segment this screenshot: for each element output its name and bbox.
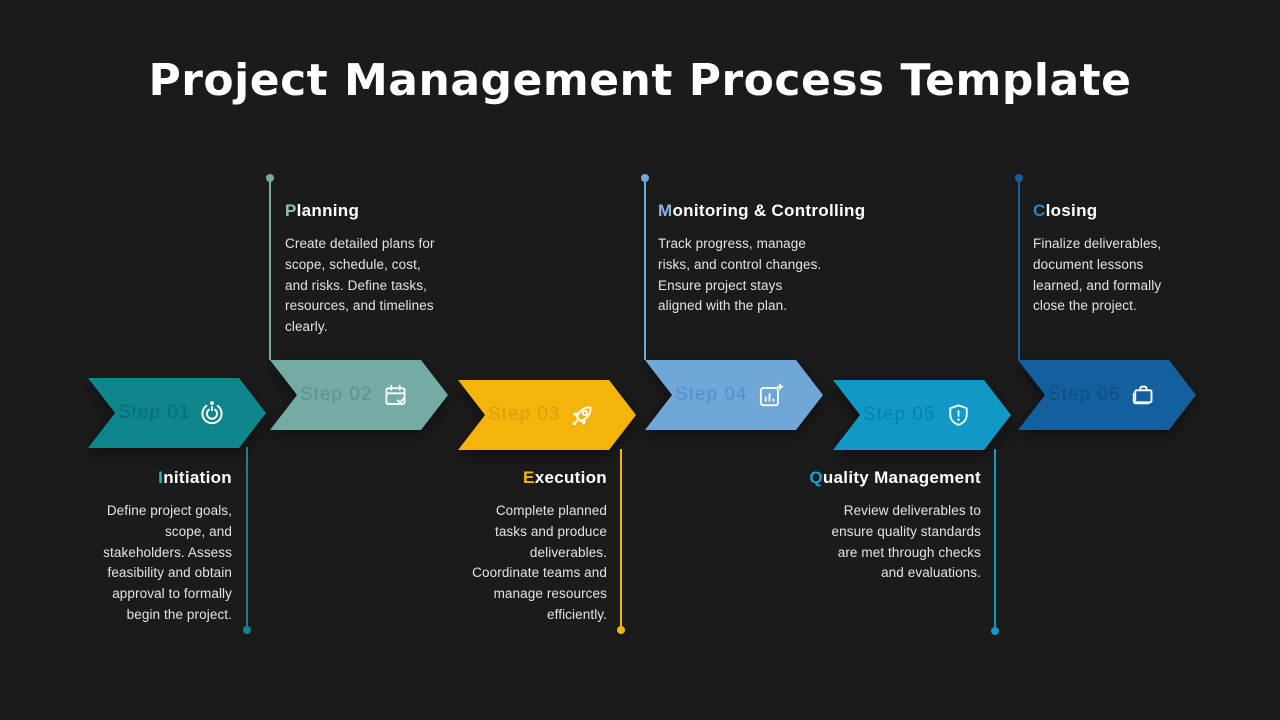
step-card-description: Create detailed plans for scope, schedul… bbox=[285, 236, 435, 335]
step-card-execution: Execution Complete planned tasks and pro… bbox=[462, 468, 607, 626]
step-arrow-01: Step 01 bbox=[88, 378, 266, 448]
step-card-title: Closing bbox=[1033, 201, 1185, 221]
power-icon bbox=[196, 397, 228, 429]
step-02-label: Step 02 bbox=[300, 384, 373, 405]
step-card-planning: Planning Create detailed plans for scope… bbox=[285, 201, 437, 338]
title-initial: Q bbox=[809, 468, 823, 487]
title-initial: M bbox=[658, 201, 673, 220]
step-card-title: Quality Management bbox=[798, 468, 981, 488]
connector-line-execution bbox=[620, 449, 622, 628]
step-03-label: Step 03 bbox=[488, 404, 561, 425]
step-01-label: Step 01 bbox=[118, 402, 191, 423]
page-title: Project Management Process Template bbox=[148, 55, 1132, 106]
step-arrow-05-shape: Step 05 bbox=[833, 380, 1011, 450]
title-rest: losing bbox=[1045, 201, 1098, 220]
step-arrow-03: Step 03 bbox=[458, 380, 636, 450]
title-initial: E bbox=[523, 468, 535, 487]
connector-dot-execution bbox=[617, 626, 625, 634]
step-card-title: Initiation bbox=[85, 468, 232, 488]
connector-dot-quality bbox=[991, 627, 999, 635]
step-card-closing: Closing Finalize deliverables, document … bbox=[1033, 201, 1185, 317]
title-initial: I bbox=[158, 468, 164, 487]
step-04-label: Step 04 bbox=[675, 384, 748, 405]
connector-dot-closing bbox=[1015, 174, 1023, 182]
title-rest: uality Management bbox=[822, 468, 981, 487]
step-card-description: Define project goals, scope, and stakeho… bbox=[103, 503, 232, 622]
step-arrow-02-shape: Step 02 bbox=[270, 360, 448, 430]
step-arrow-01-shape: Step 01 bbox=[88, 378, 266, 448]
title-initial: P bbox=[285, 201, 297, 220]
step-card-monitoring: Monitoring & Controlling Track progress,… bbox=[658, 201, 865, 317]
step-arrow-03-shape: Step 03 bbox=[458, 380, 636, 450]
step-card-quality: Quality Management Review deliverables t… bbox=[798, 468, 981, 584]
connector-line-monitoring bbox=[644, 180, 646, 360]
connector-line-initiation bbox=[246, 447, 248, 628]
bar-chart-plus-icon bbox=[756, 381, 785, 410]
briefcase-icon bbox=[1128, 380, 1158, 410]
title-rest: lanning bbox=[296, 201, 360, 220]
connector-line-closing bbox=[1018, 180, 1020, 360]
connector-line-planning bbox=[269, 180, 271, 360]
step-arrow-06: Step 06 bbox=[1018, 360, 1196, 430]
step-card-description: Complete planned tasks and produce deliv… bbox=[472, 503, 607, 622]
step-card-title: Execution bbox=[462, 468, 607, 488]
connector-line-quality bbox=[994, 449, 996, 629]
step-card-description: Review deliverables to ensure quality st… bbox=[831, 503, 981, 581]
step-arrow-04-shape: Step 04 bbox=[645, 360, 823, 430]
title-rest: nitiation bbox=[163, 468, 232, 487]
step-05-label: Step 05 bbox=[863, 404, 936, 425]
step-06-label: Step 06 bbox=[1048, 384, 1121, 405]
title-rest: onitoring & Controlling bbox=[672, 201, 866, 220]
step-card-initiation: Initiation Define project goals, scope, … bbox=[85, 468, 232, 626]
title-initial: C bbox=[1033, 201, 1046, 220]
step-card-description: Track progress, manage risks, and contro… bbox=[658, 236, 822, 314]
rocket-icon bbox=[568, 400, 598, 430]
step-arrow-04: Step 04 bbox=[645, 360, 823, 430]
connector-dot-planning bbox=[266, 174, 274, 182]
title-rest: xecution bbox=[534, 468, 607, 487]
shield-alert-icon bbox=[944, 401, 973, 430]
step-card-description: Finalize deliverables, document lessons … bbox=[1033, 236, 1162, 314]
calendar-check-icon bbox=[381, 381, 410, 410]
connector-dot-monitoring bbox=[641, 174, 649, 182]
step-arrow-05: Step 05 bbox=[833, 380, 1011, 450]
step-arrow-02: Step 02 bbox=[270, 360, 448, 430]
step-card-title: Planning bbox=[285, 201, 437, 221]
step-card-title: Monitoring & Controlling bbox=[658, 201, 865, 221]
step-arrow-06-shape: Step 06 bbox=[1018, 360, 1196, 430]
connector-dot-initiation bbox=[243, 626, 251, 634]
